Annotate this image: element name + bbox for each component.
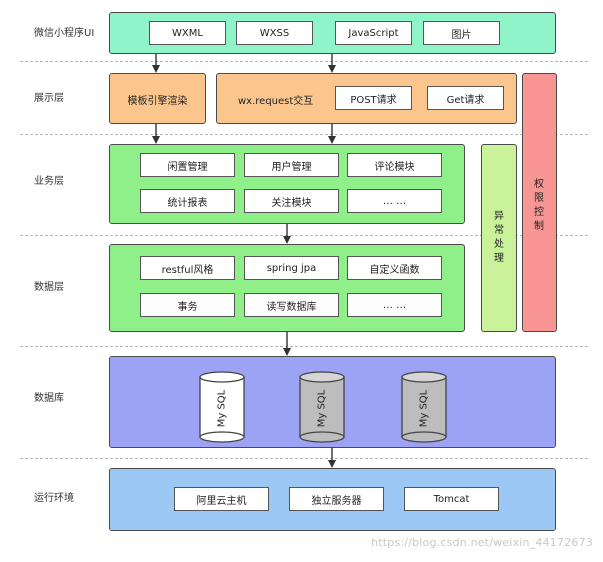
runtime-item-standalone-server: 独立服务器 <box>289 487 384 511</box>
data-item-transaction: 事务 <box>140 293 235 317</box>
mysql-cylinder-icon-2 <box>299 371 345 443</box>
layer-separator <box>20 134 588 135</box>
data-item-more: … … <box>347 293 442 317</box>
runtime-item-tomcat: Tomcat <box>404 487 499 511</box>
data-item-custom-function: 自定义函数 <box>347 256 442 280</box>
layer-label-runtime: 运行环境 <box>34 493 74 504</box>
layer-label-data: 数据层 <box>34 282 64 293</box>
data-item-read-write-db: 读写数据库 <box>244 293 339 317</box>
layer-separator <box>20 458 588 459</box>
layer-separator <box>20 346 588 347</box>
business-item-user-management: 用户管理 <box>244 153 339 177</box>
permission-label: 权限控制 <box>534 179 544 232</box>
request-label: wx.request交互 <box>238 96 314 107</box>
post-request-item: POST请求 <box>335 86 412 110</box>
data-item-restful: restful风格 <box>140 256 235 280</box>
layer-label-ui: 微信小程序UI <box>34 28 95 39</box>
mysql-label-1: My SQL <box>216 389 228 428</box>
watermark-text: https://blog.csdn.net/weixin_44172673 <box>371 536 593 549</box>
layer-separator <box>20 61 588 62</box>
ui-item-wxml: WXML <box>149 21 226 45</box>
ui-item-image: 图片 <box>423 21 500 45</box>
mysql-label-3: My SQL <box>418 389 430 428</box>
exception-label: 异常处理 <box>494 211 504 264</box>
business-item-more: … … <box>347 189 442 213</box>
ui-item-javascript: JavaScript <box>335 21 412 45</box>
layer-label-display: 展示层 <box>34 93 64 104</box>
business-item-idle-management: 闲置管理 <box>140 153 235 177</box>
mysql-label-2: My SQL <box>316 389 328 428</box>
permission-band <box>522 73 557 332</box>
exception-band <box>481 144 517 332</box>
layer-label-business: 业务层 <box>34 176 64 187</box>
data-item-spring-jpa: spring jpa <box>244 256 339 280</box>
display-band-template <box>109 73 206 124</box>
runtime-item-aliyun: 阿里云主机 <box>174 487 269 511</box>
mysql-cylinder-icon-3 <box>401 371 447 443</box>
template-render-label: 模板引擎渲染 <box>127 96 188 107</box>
business-item-follow-module: 关注模块 <box>244 189 339 213</box>
mysql-cylinder-icon-1 <box>199 371 245 443</box>
business-item-comment-module: 评论模块 <box>347 153 442 177</box>
layer-label-database: 数据库 <box>34 393 64 404</box>
business-item-statistics-report: 统计报表 <box>140 189 235 213</box>
get-request-item: Get请求 <box>427 86 504 110</box>
ui-item-wxss: WXSS <box>236 21 313 45</box>
layer-separator <box>20 235 588 236</box>
